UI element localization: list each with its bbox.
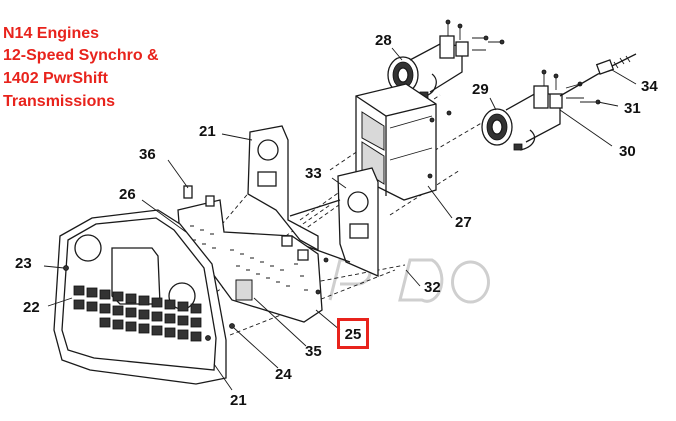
callout-25: 25	[344, 326, 362, 343]
callout-35: 35	[305, 343, 322, 360]
callout-33: 33	[305, 165, 322, 182]
callout-23: 23	[15, 255, 32, 272]
callout-21-upper: 21	[199, 123, 216, 140]
mounting-bracket-21-upper	[247, 125, 319, 252]
title-line-1: N14 Engines	[3, 25, 100, 42]
callout-21-lower: 21	[230, 392, 247, 409]
gauge-29-assembly	[481, 53, 637, 151]
callout-24: 24	[275, 366, 292, 383]
callout-30: 30	[619, 143, 636, 160]
switch-grid	[73, 285, 202, 342]
watermark	[328, 258, 490, 304]
front-panel-22	[53, 209, 235, 385]
callout-32: 32	[424, 279, 441, 296]
callout-26: 26	[119, 186, 136, 203]
title-line-2: 12-Speed Synchro &	[3, 47, 159, 64]
title-line-4: Transmissions	[3, 93, 116, 110]
highlighted-callout-25: 25	[337, 318, 369, 349]
callout-31: 31	[624, 100, 641, 117]
title-line-3: 1402 PwrShift	[3, 70, 108, 87]
callout-28: 28	[375, 32, 392, 49]
callout-leader-lines	[43, 47, 637, 391]
callout-29: 29	[472, 81, 489, 98]
circuit-board-26	[177, 185, 329, 323]
callout-34: 34	[641, 78, 658, 95]
callout-36: 36	[139, 146, 156, 163]
callout-22: 22	[23, 299, 40, 316]
callout-27: 27	[455, 214, 472, 231]
